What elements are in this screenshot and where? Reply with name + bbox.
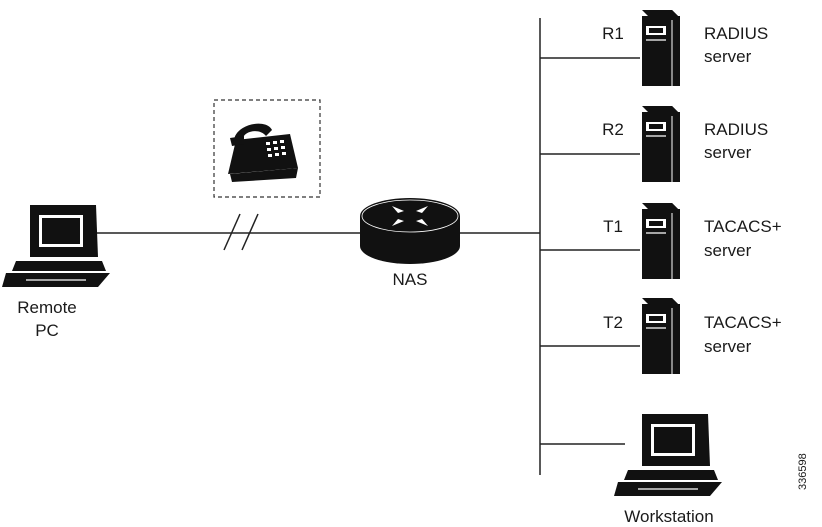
remote-pc-computer-icon <box>1 204 111 288</box>
server-type-label-line2: server <box>704 143 752 162</box>
telephone-icon <box>228 123 298 182</box>
server-type-label-line1: RADIUS <box>704 120 768 139</box>
server-type-label-line2: server <box>704 241 752 260</box>
server-type-label-line1: TACACS+ <box>704 313 782 332</box>
nas-label: NAS <box>393 270 428 289</box>
server-id-label: R2 <box>602 120 624 139</box>
remote-pc-label-line1: Remote <box>17 298 77 317</box>
server-r2: R2 RADIUS server <box>602 105 768 183</box>
dialup-link-break-symbol <box>223 213 259 251</box>
server-id-label: T2 <box>603 313 623 332</box>
server-tower-icon <box>641 202 681 280</box>
figure-number: 336598 <box>797 453 809 490</box>
server-type-label-line2: server <box>704 337 752 356</box>
connection-lines <box>95 18 640 475</box>
server-id-label: R1 <box>602 24 624 43</box>
server-tower-icon <box>641 105 681 183</box>
router-icon <box>360 198 460 264</box>
server-r1: R1 RADIUS server <box>602 9 768 87</box>
server-type-label-line1: TACACS+ <box>704 217 782 236</box>
server-type-label-line1: RADIUS <box>704 24 768 43</box>
server-tower-icon <box>641 9 681 87</box>
workstation-label: Workstation <box>624 507 713 526</box>
phone-network-box <box>213 99 321 198</box>
server-id-label: T1 <box>603 217 623 236</box>
server-tower-icon <box>641 297 681 375</box>
server-t2: T2 TACACS+ server <box>603 297 782 375</box>
workstation-computer-icon <box>613 413 723 497</box>
server-type-label-line2: server <box>704 47 752 66</box>
remote-pc-label-line2: PC <box>35 321 59 340</box>
server-t1: T1 TACACS+ server <box>603 202 782 280</box>
